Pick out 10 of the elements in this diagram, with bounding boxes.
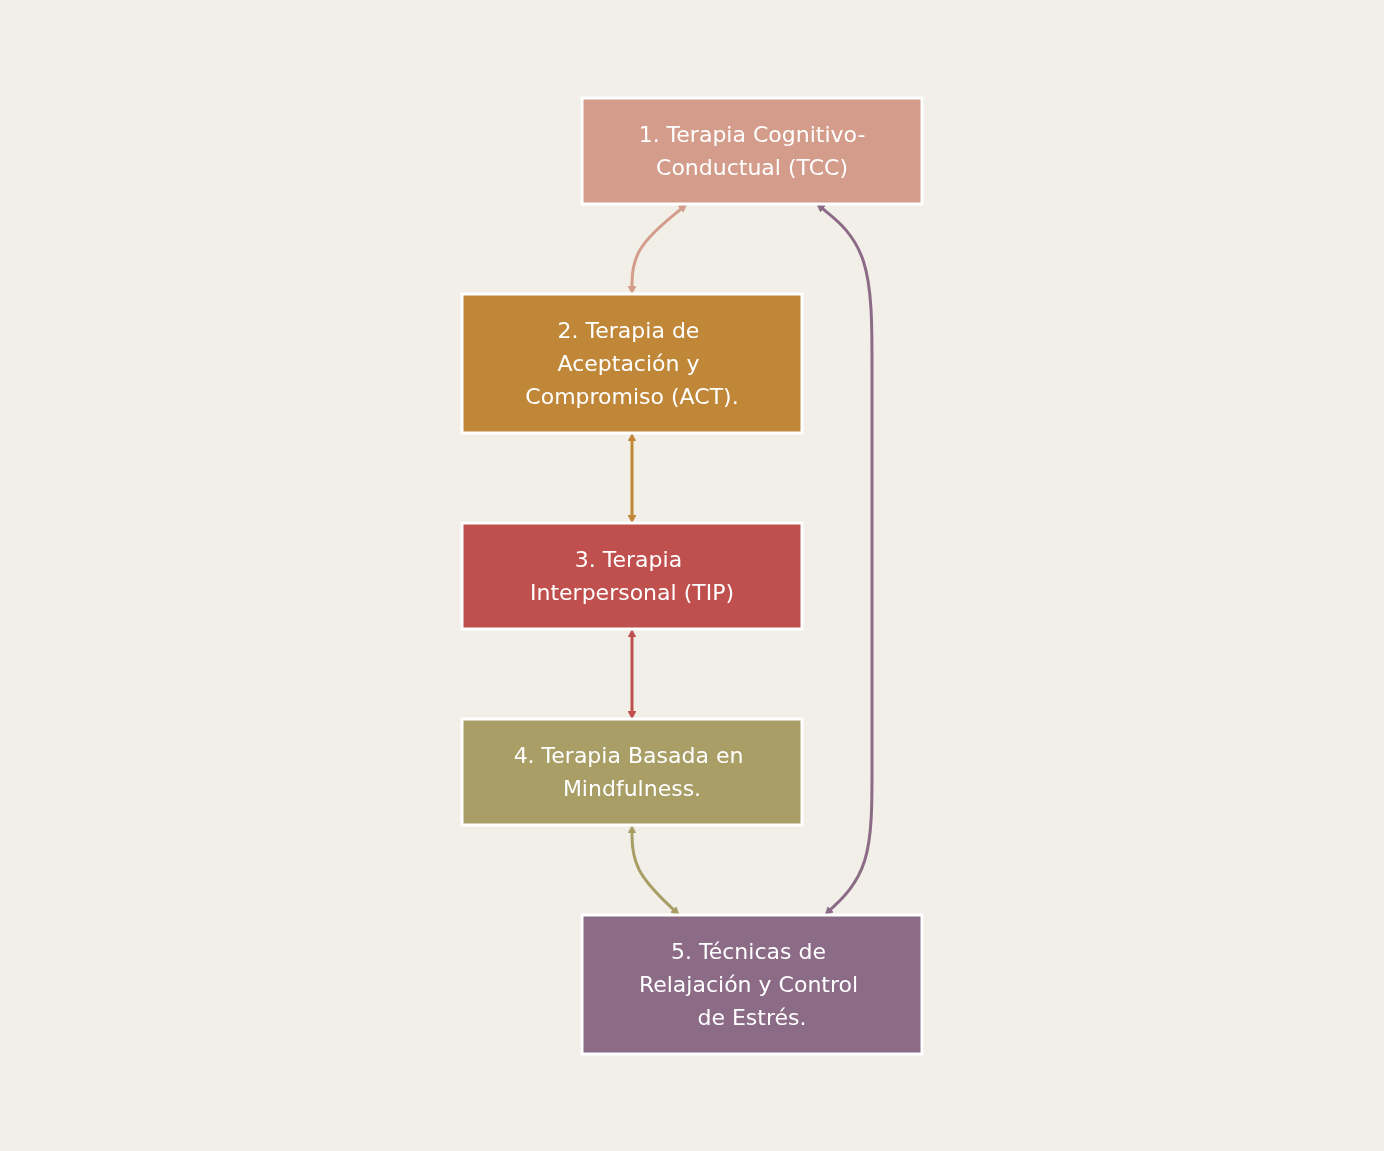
node-box: 4. Terapia Basada en Mindfulness. — [460, 717, 804, 826]
arrow — [627, 432, 637, 523]
node-box: 3. Terapia Interpersonal (TIP) — [460, 521, 804, 630]
node-box: 1. Terapia Cognitivo-Conductual (TCC) — [580, 96, 924, 205]
arrow — [627, 824, 680, 915]
arrow — [627, 628, 637, 719]
arrow — [627, 203, 688, 294]
node-box: 2. Terapia de Aceptación y Compromiso (ACT). — [460, 292, 804, 434]
node-box: 5. Técnicas de Relajación y Control de Estrés. — [580, 913, 924, 1055]
arrow — [816, 203, 874, 915]
